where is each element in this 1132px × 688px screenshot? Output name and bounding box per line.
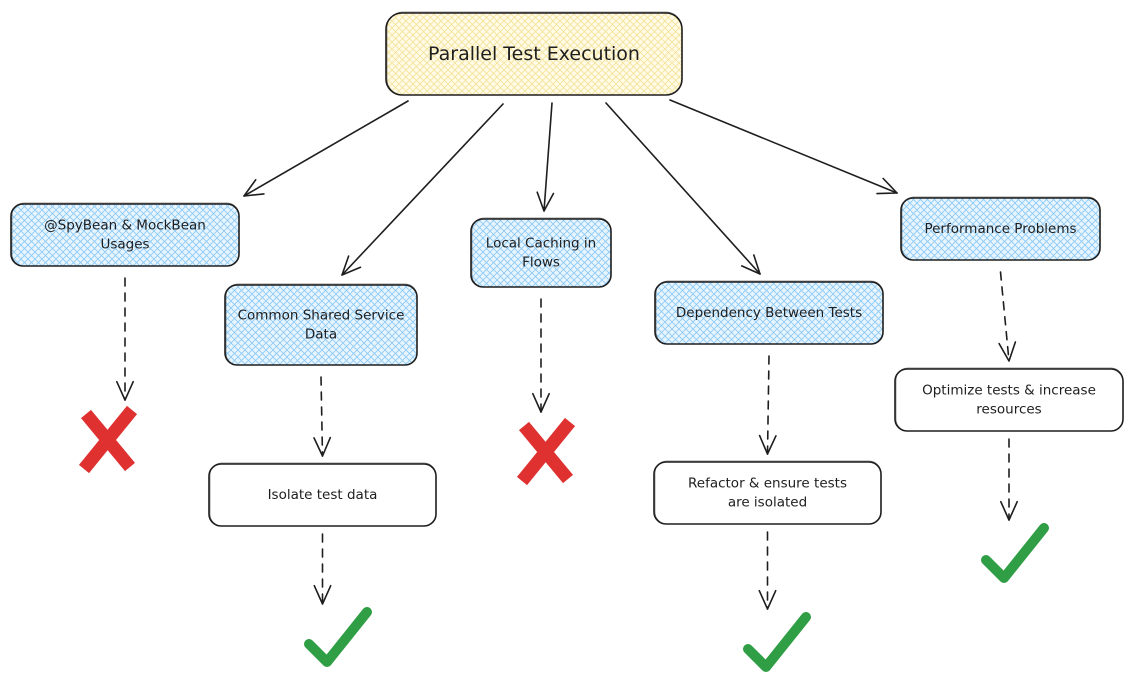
branch-shared-data-check-icon-stroke — [304, 607, 372, 667]
branch-performance-check-icon-stroke — [981, 523, 1049, 583]
branch-spybean-problem-box-label-line: Usages — [100, 236, 149, 252]
branch-spybean-cross-icon-stroke-b — [78, 405, 138, 474]
branch-spybean-outcome-arrow — [116, 277, 134, 401]
branch-performance-solution-box-label-line: resources — [976, 401, 1041, 417]
branch-dependency-problem-box: Dependency Between Tests — [654, 280, 884, 345]
branch-performance-solution-box-outline — [895, 367, 1124, 432]
branch-spybean-problem-box-label-line: @SpyBean & MockBean — [44, 218, 206, 234]
branch-performance-outcome-arrow — [1000, 438, 1018, 521]
branch-dependency-check-icon — [743, 612, 811, 672]
branch-shared-data-solution-box-label-line: Isolate test data — [268, 487, 378, 503]
branch-performance-problem-box: Performance Problems — [900, 196, 1101, 261]
branch-local-caching-problem-box-shape — [470, 218, 612, 288]
branch-spybean-root-arrow — [243, 100, 409, 197]
nodes: Parallel Test Execution @SpyBean & MockBe… — [10, 11, 1124, 527]
branch-dependency-root-arrow — [605, 102, 761, 275]
branch-local-caching-root-arrow-head — [536, 191, 555, 212]
branch-shared-data-problem-box-outline — [225, 283, 418, 366]
branch-shared-data-solution-arrow-line — [320, 376, 324, 457]
branch-dependency-solution-box-shape — [653, 461, 882, 525]
branch-local-caching-problem-box-label-line: Local Caching in — [486, 236, 596, 252]
branch-shared-data-solution-arrow — [313, 376, 332, 457]
branch-local-caching-cross-icon-stroke-b — [516, 417, 576, 486]
branch-shared-data-outcome-arrow-head — [313, 584, 332, 605]
branch-local-caching-problem-box-outline — [471, 217, 612, 288]
connectors — [116, 99, 1018, 610]
branch-dependency-root-arrow-line — [605, 102, 761, 275]
branch-performance-problem-box-outline — [901, 196, 1101, 261]
branch-dependency-check-icon-stroke — [743, 612, 811, 672]
branch-dependency-solution-box-label-line: are isolated — [728, 494, 807, 510]
branch-shared-data-root-arrow-head — [341, 255, 362, 276]
branch-dependency-solution-box: Refactor & ensure tests are isolated — [653, 460, 882, 525]
branch-performance-solution-arrow-head — [998, 341, 1017, 362]
branch-performance-root-arrow-head — [876, 177, 898, 195]
branch-dependency-solution-box-label-line: Refactor & ensure tests — [688, 476, 847, 492]
branch-performance-solution-arrow — [998, 271, 1017, 362]
root-node-outline — [386, 11, 683, 96]
branch-spybean-problem-box-outline — [11, 202, 240, 267]
branch-performance-root-arrow-line — [669, 99, 898, 194]
root-node: Parallel Test Execution — [385, 11, 683, 96]
branch-spybean-outcome-arrow-head — [116, 380, 134, 401]
root-node-label-line: Parallel Test Execution — [428, 43, 640, 65]
branch-performance-check-icon — [981, 523, 1049, 583]
branch-shared-data-outcome-arrow — [313, 533, 332, 605]
branch-shared-data-solution-box-outline — [209, 462, 437, 527]
branch-local-caching-outcome-arrow-head — [532, 392, 550, 413]
branch-shared-data-root-arrow-line — [341, 103, 504, 276]
branch-local-caching-cross-icon — [516, 417, 576, 486]
branch-local-caching-root-arrow-line — [543, 102, 553, 212]
branch-shared-data-solution-box: Isolate test data — [208, 462, 437, 527]
branch-dependency-problem-box-outline — [655, 280, 884, 345]
branch-dependency-root-arrow-head — [740, 254, 761, 275]
branch-shared-data-problem-box-shape — [224, 284, 418, 366]
branch-dependency-outcome-arrow — [758, 531, 777, 610]
branch-dependency-outcome-arrow-head — [758, 589, 777, 610]
branch-local-caching-outcome-arrow — [532, 298, 550, 413]
branch-dependency-solution-arrow-head — [758, 434, 777, 455]
branch-performance-solution-arrow-line — [999, 271, 1010, 362]
branch-performance-solution-box: Optimize tests & increase resources — [894, 367, 1124, 432]
branch-local-caching-problem-box: Local Caching in Flows — [470, 217, 612, 288]
branch-shared-data-problem-box-label-line: Data — [305, 326, 337, 342]
branch-spybean-root-arrow-head — [243, 179, 265, 197]
branch-performance-solution-box-label-line: Optimize tests & increase — [922, 383, 1096, 399]
branch-dependency-solution-box-outline — [654, 460, 882, 525]
branch-dependency-solution-arrow-line — [766, 355, 770, 455]
branch-performance-outcome-arrow-head — [1000, 500, 1018, 521]
outcome-marks — [78, 405, 1049, 672]
branch-spybean-root-arrow-line — [243, 100, 409, 197]
branch-dependency-problem-box-label-line: Dependency Between Tests — [676, 305, 862, 321]
branch-shared-data-root-arrow — [341, 103, 504, 276]
branch-spybean-cross-icon — [78, 405, 138, 474]
branch-performance-solution-box-shape — [894, 368, 1124, 432]
branch-dependency-solution-arrow — [758, 355, 777, 455]
branch-performance-root-arrow — [669, 99, 898, 195]
branch-performance-problem-box-label-line: Performance Problems — [924, 221, 1076, 237]
branch-shared-data-problem-box-label-line: Common Shared Service — [238, 308, 405, 324]
branch-spybean-problem-box-shape — [10, 203, 240, 267]
branch-shared-data-check-icon — [304, 607, 372, 667]
branch-shared-data-solution-arrow-head — [313, 436, 332, 457]
branch-local-caching-problem-box-label-line: Flows — [522, 254, 560, 270]
branch-local-caching-root-arrow — [536, 102, 555, 212]
